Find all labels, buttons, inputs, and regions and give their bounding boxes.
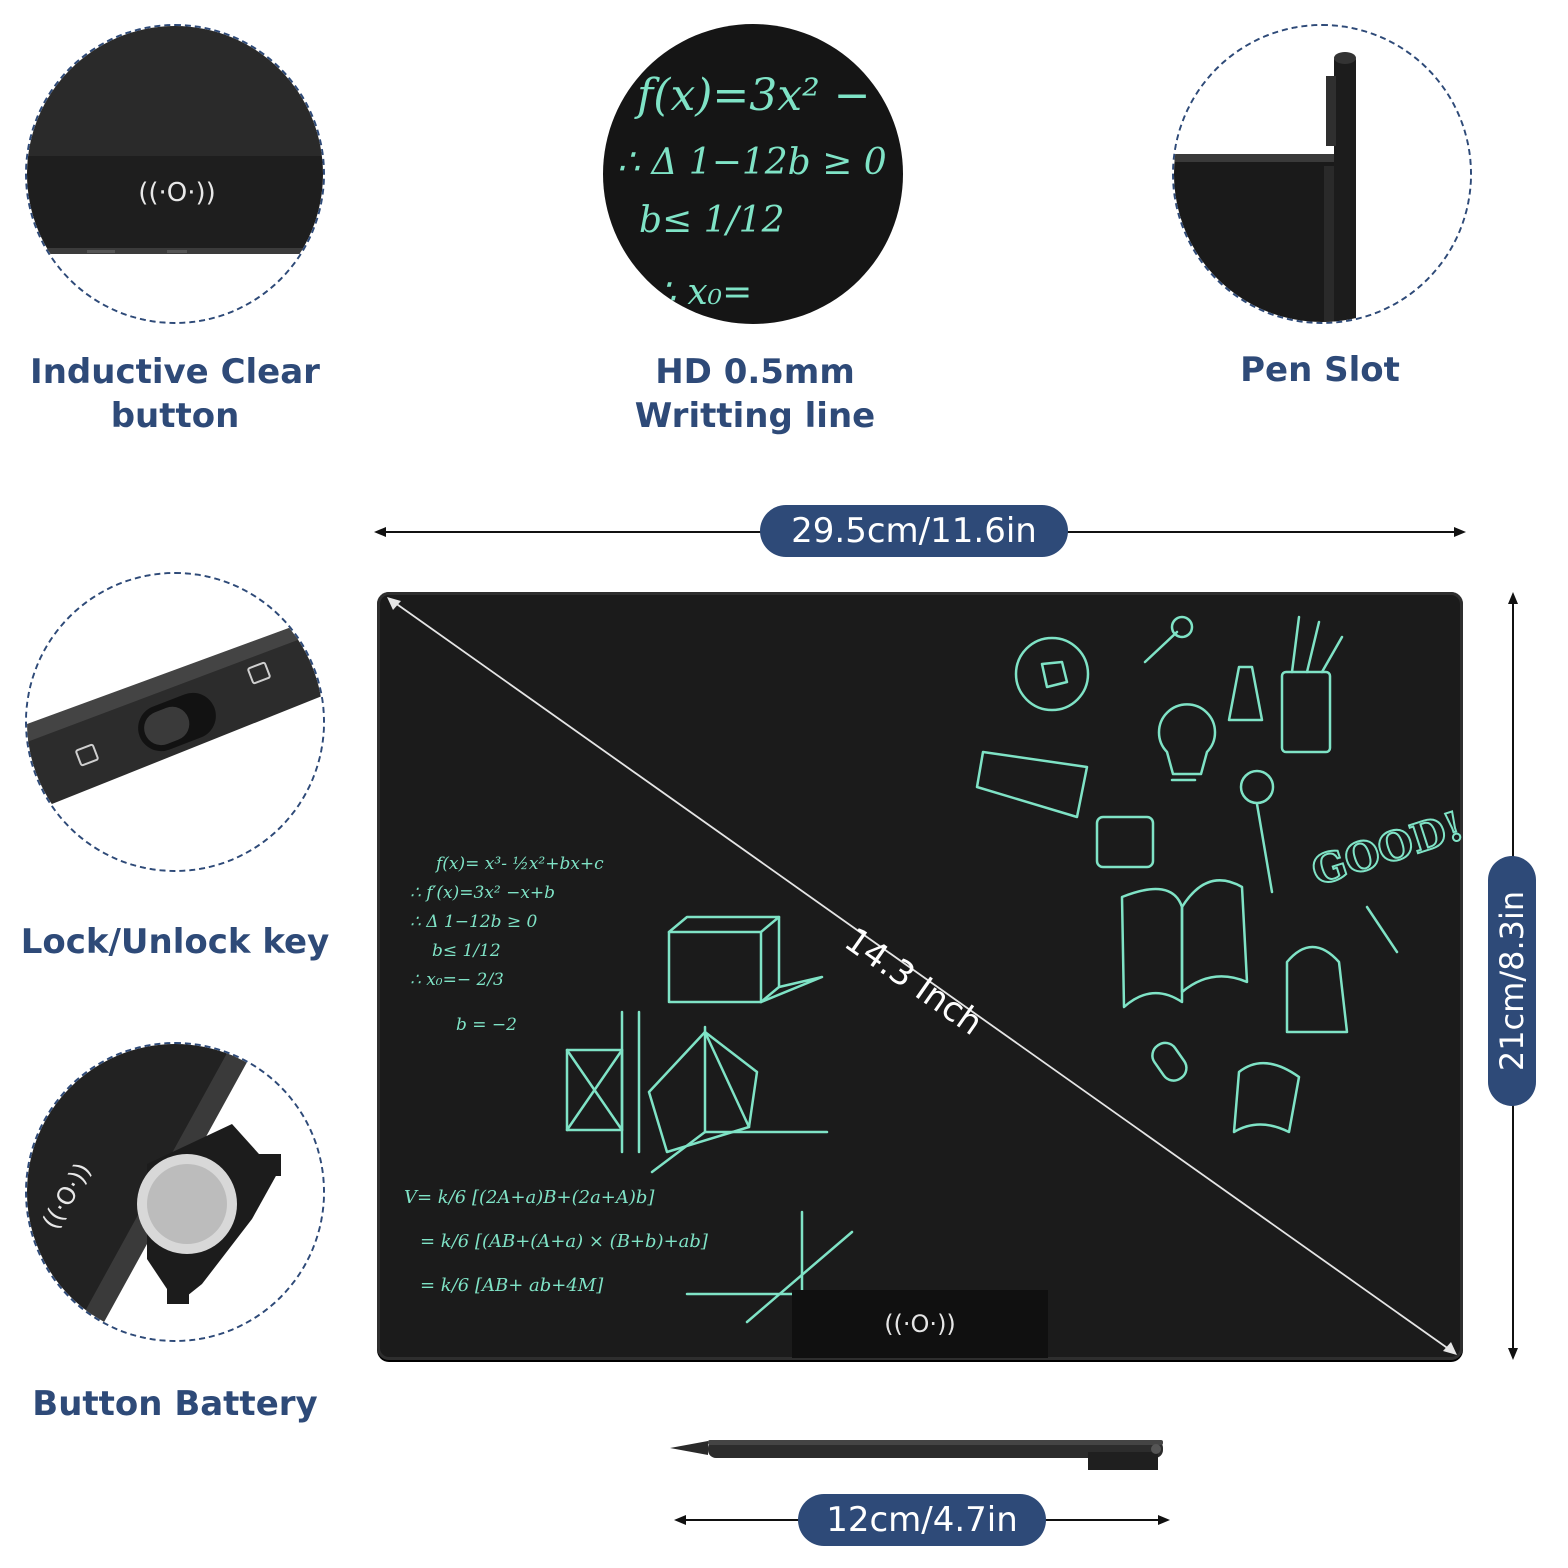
- writing-line-label: HD 0.5mm Writting line: [580, 350, 930, 438]
- clear-button-label-line1: Inductive Clear: [30, 352, 320, 392]
- clear-button-label-line2: button: [110, 396, 240, 436]
- clear-button-closeup-art: [27, 26, 323, 322]
- math-line-2: ∴ f′(x)=3x² −x+b: [410, 883, 556, 903]
- battery-closeup: ((·O·)): [25, 1042, 325, 1342]
- zoom-delta-line: ∴ Δ 1−12b ≥ 0: [617, 142, 887, 183]
- diagonal-arrowhead-start: [387, 597, 401, 610]
- pen-slot-art: [1174, 26, 1470, 322]
- good-doodle-text: GOOD!: [1306, 802, 1463, 895]
- geometry-drawing: [565, 1010, 641, 1154]
- clear-button-label: Inductive Clear button: [10, 350, 340, 438]
- zoom-x-line: ∴ x₀=: [653, 272, 753, 313]
- height-dimension-badge: 21cm/8.3in: [1488, 856, 1536, 1106]
- writing-line-label-line2: Writting line: [634, 396, 876, 436]
- doodles-drawing: [975, 615, 1399, 1134]
- inductive-clear-icon: ((·O·)): [138, 178, 216, 208]
- math-line-6: b = −2: [456, 1015, 517, 1035]
- battery-label: Button Battery: [32, 1384, 318, 1424]
- board-drawings: GOOD!: [387, 597, 1463, 1355]
- clear-button-closeup: ((·O·)): [25, 24, 325, 324]
- pen-slot-label: Pen Slot: [1240, 350, 1400, 390]
- cube-drawing: [667, 915, 824, 1004]
- volume-line-1: V= k/6 [(2A+a)B+(2a+A)b]: [404, 1187, 655, 1208]
- math-notes: f(x)= x³- ½x²+bx+c ∴ f′(x)=3x² −x+b ∴ Δ …: [410, 850, 604, 1040]
- pen-slot-closeup: [1172, 24, 1472, 324]
- writing-line-closeup: f(x)=3x² − ∴ Δ 1−12b ≥ 0 b≤ 1/12 ∴ x₀=: [603, 24, 903, 324]
- board-clear-icon: ((·O·)): [884, 1310, 956, 1338]
- math-line-3: ∴ Δ 1−12b ≥ 0: [410, 912, 538, 932]
- zoom-f-line: f(x)=3x² −: [637, 70, 871, 121]
- writing-line-label-line1: HD 0.5mm: [655, 352, 855, 392]
- zoom-b-line: b≤ 1/12: [639, 200, 785, 241]
- stylus-pen: [670, 1440, 1163, 1470]
- lock-key-art: [27, 574, 323, 870]
- battery-art: [27, 1044, 323, 1340]
- volume-formula: V= k/6 [(2A+a)B+(2a+A)b] = k/6 [(AB+(A+a…: [404, 1176, 708, 1308]
- diagonal-line: [390, 599, 1454, 1353]
- width-dimension-badge: 29.5cm/11.6in: [760, 505, 1068, 557]
- height-dimension-text: 21cm/8.3in: [1493, 890, 1532, 1072]
- pen-length-badge: 12cm/4.7in: [798, 1494, 1046, 1546]
- math-line-4: b≤ 1/12: [432, 941, 501, 961]
- axes-drawing: [647, 1025, 829, 1174]
- lock-key-label: Lock/Unlock key: [20, 922, 330, 962]
- lock-key-closeup: [25, 572, 325, 872]
- math-line-1: f(x)= x³- ½x²+bx+c: [436, 854, 604, 874]
- board-clear-button[interactable]: ((·O·)): [792, 1290, 1048, 1358]
- diagonal-arrowhead-end: [1443, 1342, 1457, 1355]
- volume-line-2: = k/6 [(AB+(A+a) × (B+b)+ab]: [420, 1231, 708, 1252]
- volume-line-3: = k/6 [AB+ ab+4M]: [420, 1275, 604, 1296]
- math-line-5: ∴ x₀=− 2/3: [410, 970, 504, 990]
